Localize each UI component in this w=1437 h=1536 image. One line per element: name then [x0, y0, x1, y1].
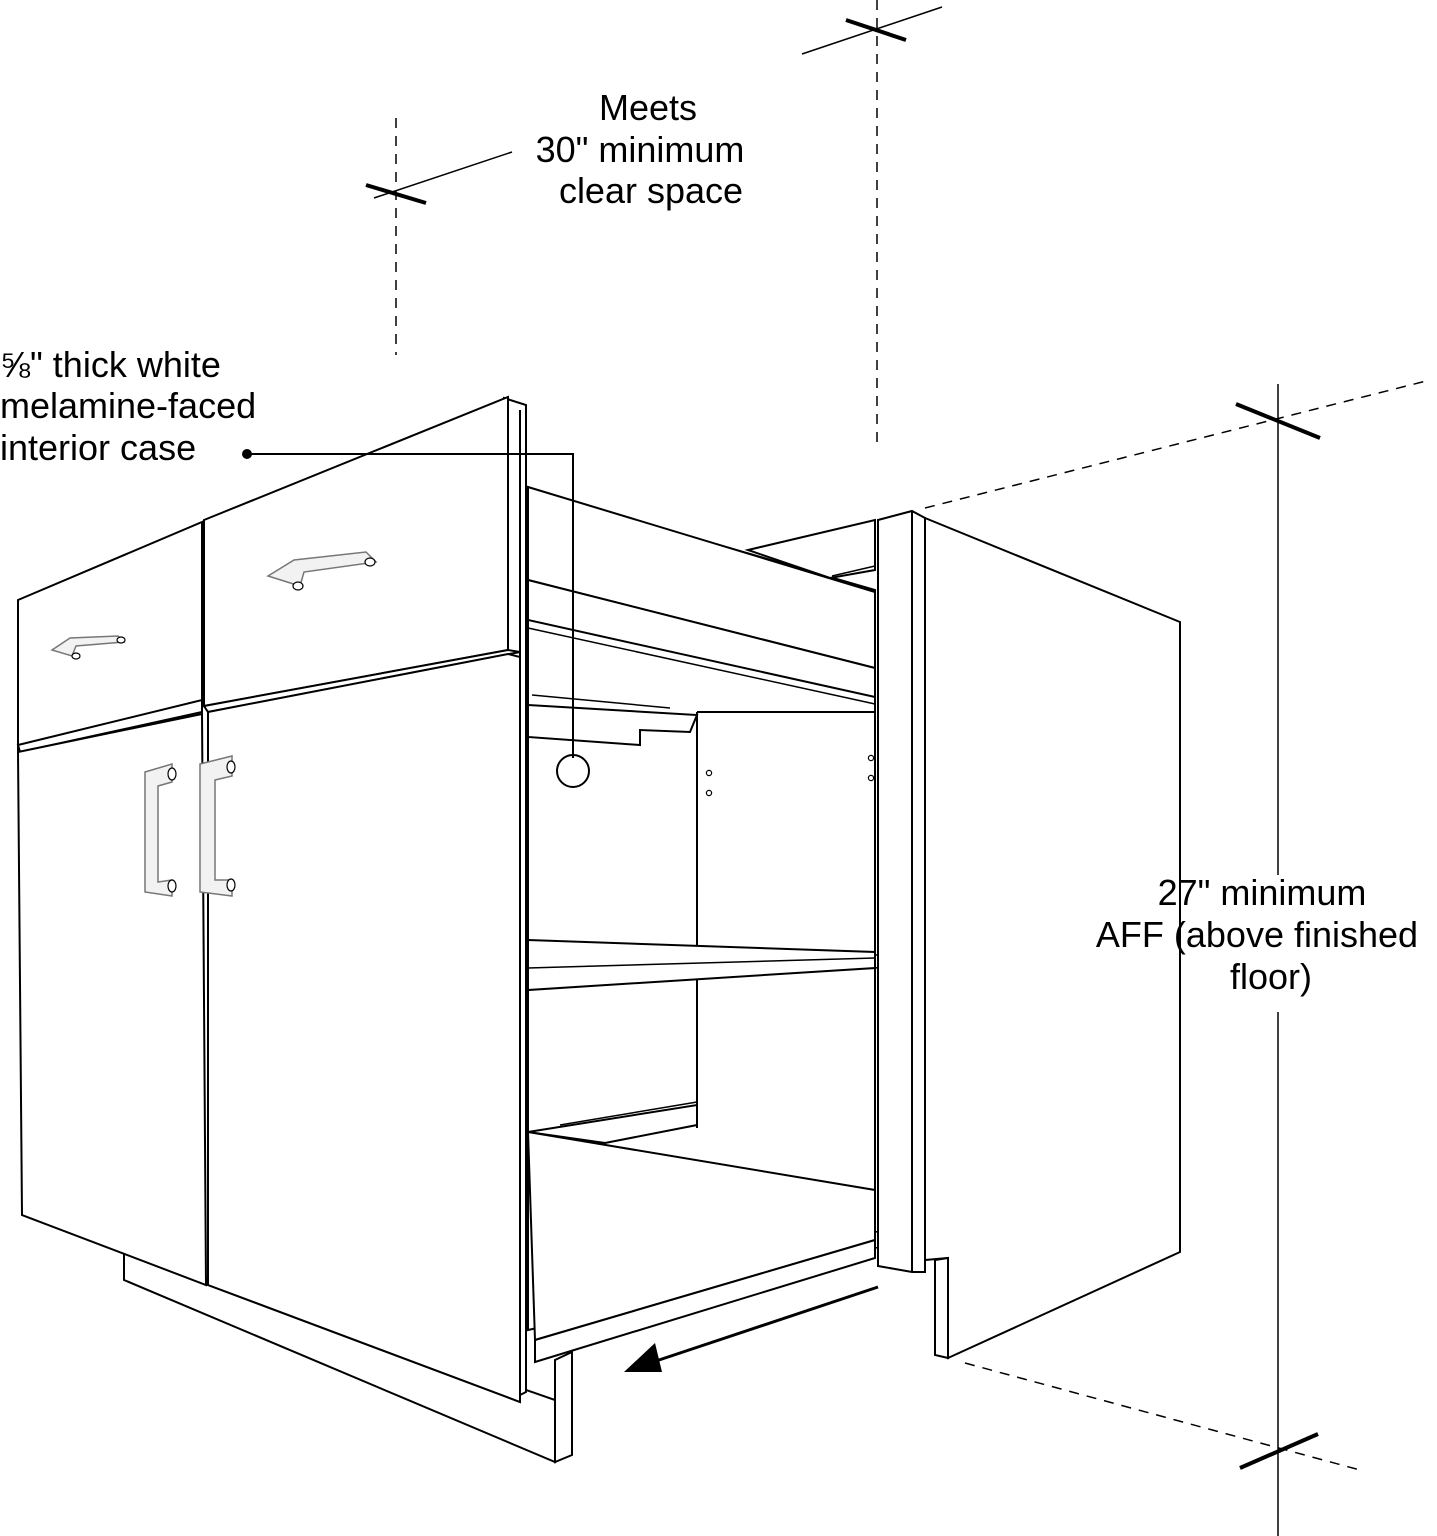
face-frame-stile [877, 509, 926, 1273]
height-top-extension [924, 379, 1431, 509]
drawer-front-left-bottom-edge [16, 698, 203, 754]
door-handle-right [199, 755, 236, 897]
toe-kick-end [554, 1350, 573, 1464]
drawer-back-edge [831, 565, 876, 577]
height-tick-top [1235, 402, 1321, 440]
height-dimension [924, 379, 1431, 1536]
shelf-front-edge [527, 957, 876, 969]
door-handle-left [144, 762, 177, 897]
lower-slide-rail [527, 1103, 698, 1145]
height-line-3: floor) [1230, 956, 1312, 997]
side-panel-leg [934, 1256, 949, 1360]
clearance-line-2: 30" minimum [536, 129, 745, 170]
height-line-1: 27" minimum [1158, 872, 1367, 913]
lower-slide-rail-edge [559, 1101, 698, 1126]
upper-slide-rail [527, 703, 699, 747]
case-callout [242, 449, 590, 788]
drawer-handle-right [266, 551, 378, 591]
pullout-drawer-face [527, 578, 876, 699]
height-label: 27" minimum AFF (above finished floor) [1096, 872, 1428, 997]
clear-space-tick-right [845, 18, 907, 42]
door-left [16, 712, 208, 1287]
shelf-pin-hole [867, 754, 875, 762]
case-label: ⅝" thick white melamine-faced interior c… [0, 344, 266, 468]
clear-space-dimension-line-left [373, 151, 513, 199]
shelf-pin-hole [867, 774, 875, 782]
pull-out-direction-arrow-icon [624, 1285, 879, 1372]
clearance-line-1: Meets [599, 87, 697, 128]
shelf-pin-hole [705, 769, 713, 777]
clear-space-dimension [365, 0, 943, 448]
drawer-slide-top [527, 627, 876, 705]
cabinet [16, 395, 1181, 1464]
callout-leader [247, 453, 574, 758]
clearance-line-3: clear space [559, 170, 743, 211]
shelf-pin-hole [705, 789, 713, 797]
height-tick-bottom [1239, 1432, 1319, 1470]
drawer-back-top [744, 518, 876, 580]
case-line-3: interior case [0, 427, 196, 468]
pullout-tray-front [534, 1238, 876, 1364]
clearance-label: Meets 30" minimum clear space [536, 87, 755, 211]
door-right [207, 652, 521, 1404]
upper-slide-rail-edge [531, 694, 671, 709]
clear-space-tick-left [365, 183, 427, 205]
callout-circle-icon [556, 754, 590, 788]
height-line-2: AFF (above finished [1096, 914, 1418, 955]
drawer-handle-left [50, 635, 126, 660]
case-line-2: melamine-faced [0, 385, 256, 426]
height-bottom-extension [964, 1362, 1361, 1471]
case-line-1: ⅝" thick white [0, 344, 221, 385]
